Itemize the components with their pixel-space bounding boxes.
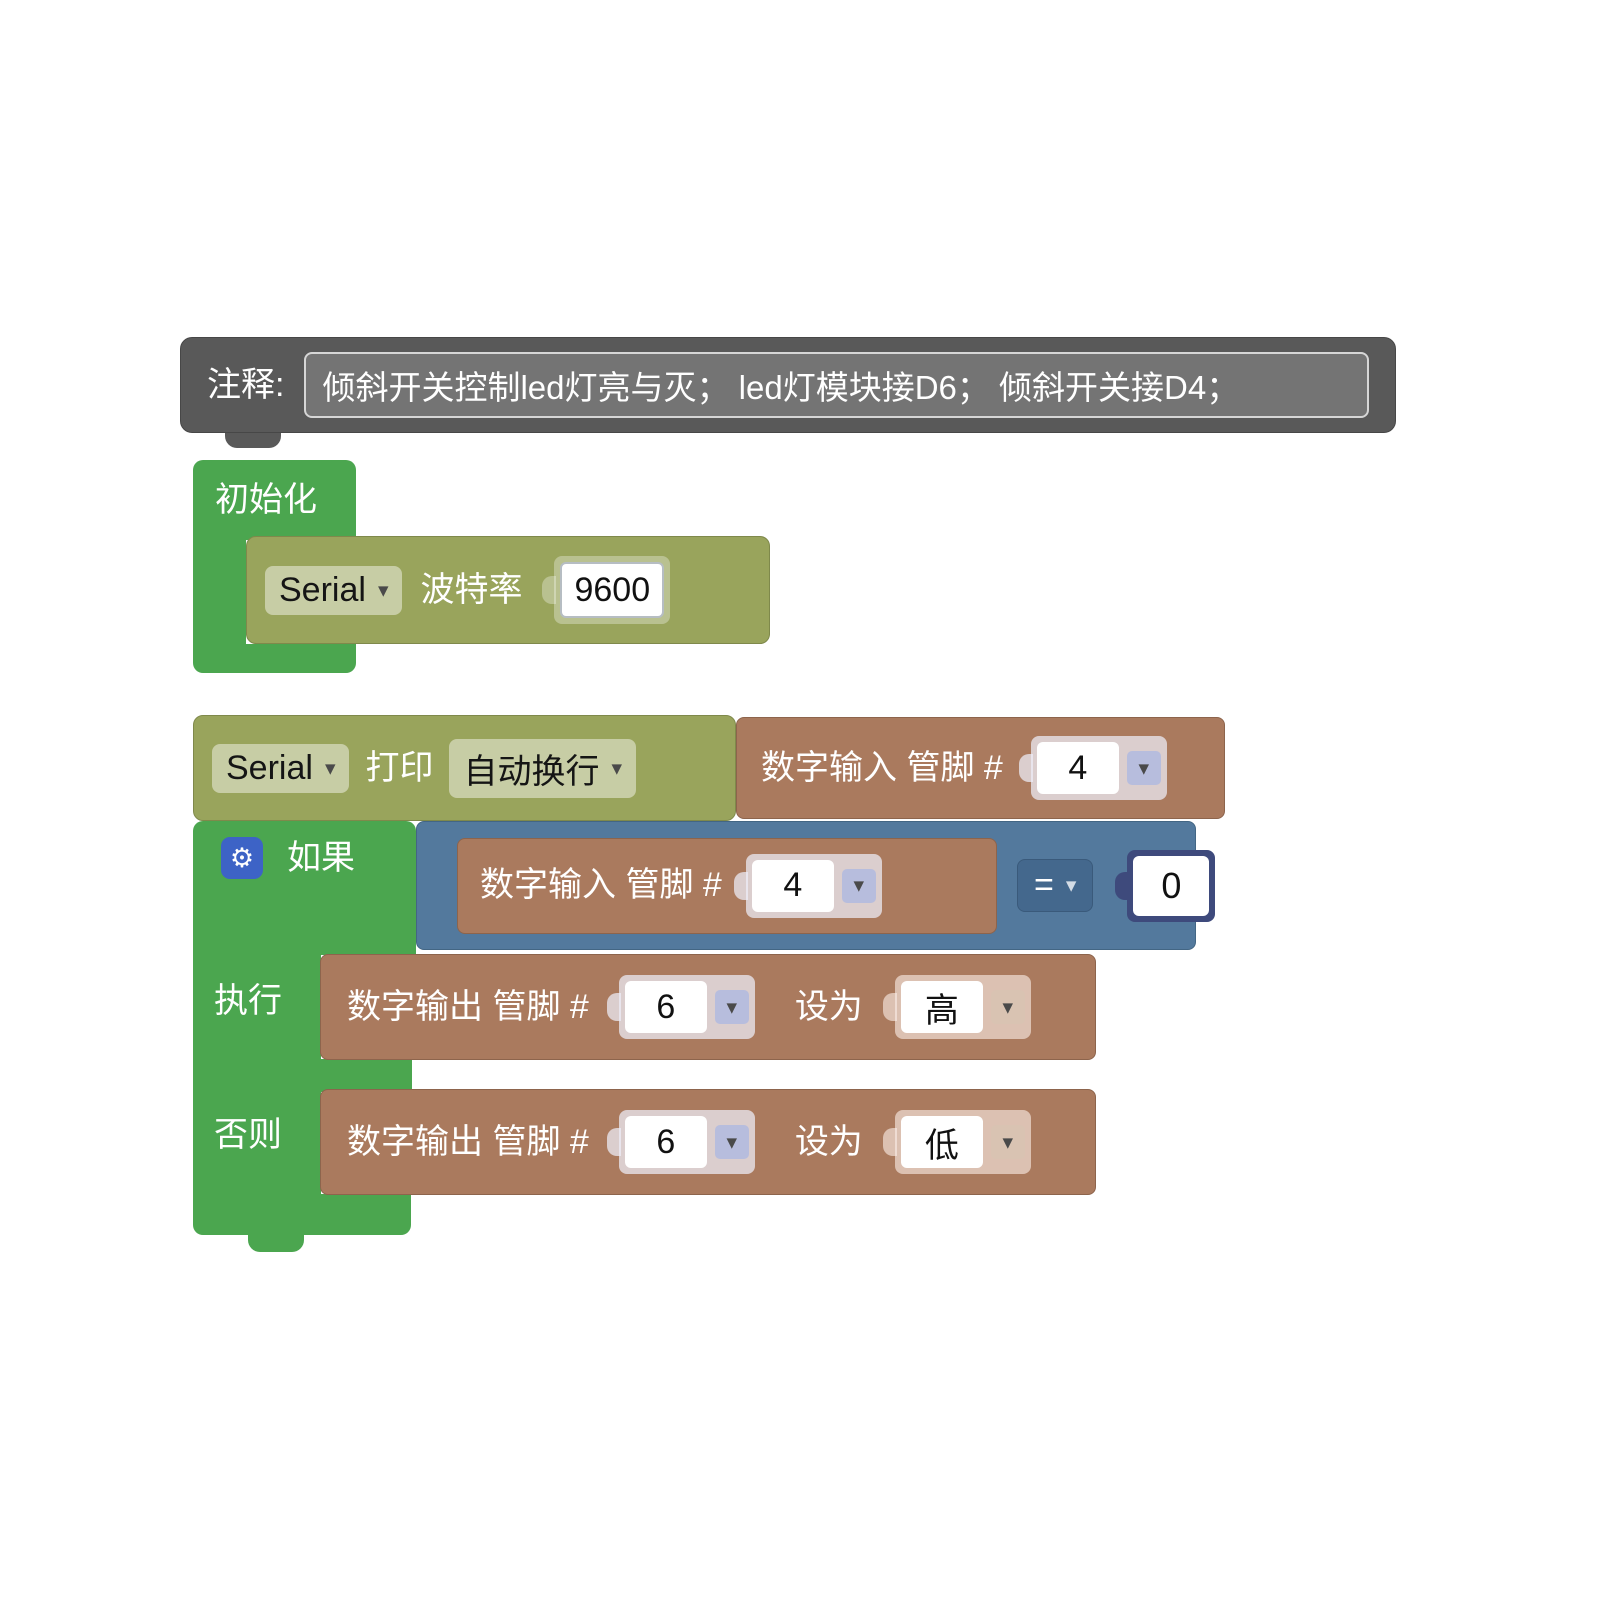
- level-socket: 高 ▾: [894, 975, 1031, 1039]
- dropdown-arrow-icon: ▾: [1138, 756, 1150, 780]
- dropdown-arrow-icon: ▾: [726, 1130, 738, 1154]
- newline-option-label: 自动换行: [463, 752, 600, 791]
- dropdown-arrow-icon: ▾: [1002, 995, 1014, 1019]
- compare-value: 0: [1161, 864, 1182, 906]
- pin-value-field[interactable]: 6: [624, 981, 707, 1033]
- pin-dropdown-button[interactable]: ▾: [714, 990, 749, 1024]
- compare-value-field[interactable]: 0: [1133, 855, 1210, 916]
- level-value-field[interactable]: 高: [900, 981, 983, 1033]
- comment-text: 倾斜开关控制led灯亮与灭； led灯模块接D6； 倾斜开关接D4；: [322, 369, 1240, 406]
- level-value-field[interactable]: 低: [900, 1116, 983, 1168]
- operator-dropdown[interactable]: = ▾: [1017, 859, 1094, 912]
- serial-print-device-dropdown[interactable]: Serial ▾: [212, 743, 350, 793]
- pin-value: 4: [783, 866, 803, 904]
- set-to-label: 设为: [794, 987, 863, 1026]
- baud-value-socket: 9600: [554, 556, 671, 624]
- baud-rate-label: 波特率: [420, 570, 523, 609]
- pin-value: 6: [656, 987, 676, 1026]
- pin-socket: 6 ▾: [618, 975, 755, 1039]
- level-socket: 低 ▾: [894, 1110, 1031, 1174]
- comment-text-field[interactable]: 倾斜开关控制led灯亮与灭； led灯模块接D6； 倾斜开关接D4；: [304, 352, 1369, 418]
- newline-dropdown[interactable]: 自动换行 ▾: [449, 738, 637, 798]
- digital-read-block-condition[interactable]: 数字输入 管脚 # 4 ▾: [457, 837, 997, 934]
- dropdown-arrow-icon: ▾: [377, 578, 389, 602]
- dropdown-arrow-icon: ▾: [1002, 1130, 1014, 1154]
- pin-value: 4: [1068, 748, 1088, 787]
- dropdown-arrow-icon: ▾: [611, 756, 623, 780]
- if-label: 如果: [287, 839, 355, 877]
- digital-read-block-print-arg[interactable]: 数字输入 管脚 # 4 ▾: [736, 717, 1225, 819]
- do-label: 执行: [214, 982, 282, 1020]
- pin-socket: 6 ▾: [618, 1110, 755, 1174]
- setup-title: 初始化: [215, 480, 317, 519]
- pin-socket: 4 ▾: [745, 853, 882, 918]
- serial-device-dropdown[interactable]: Serial ▾: [265, 565, 403, 615]
- set-to-label: 设为: [794, 1122, 863, 1161]
- level-dropdown-button[interactable]: ▾: [990, 990, 1025, 1024]
- else-label: 否则: [214, 1116, 282, 1154]
- compare-value-socket: 0: [1127, 849, 1216, 922]
- dropdown-arrow-icon: ▾: [324, 756, 336, 780]
- level-value: 低: [924, 1126, 959, 1165]
- digital-write-block-else[interactable]: 数字输出 管脚 # 6 ▾ 设为 低 ▾: [320, 1089, 1096, 1195]
- pin-value-field[interactable]: 4: [1036, 742, 1119, 794]
- serial-baud-block[interactable]: Serial ▾ 波特率 9600: [246, 536, 770, 644]
- if-block-step: [320, 1059, 412, 1092]
- digital-read-label: 数字输入 管脚 #: [480, 866, 722, 905]
- serial-print-block[interactable]: Serial ▾ 打印 自动换行 ▾: [193, 715, 736, 821]
- comment-block[interactable]: 注释: 倾斜开关控制led灯亮与灭； led灯模块接D6； 倾斜开关接D4；: [180, 337, 1396, 433]
- if-block-spine: [193, 954, 321, 1196]
- comment-label: 注释:: [207, 365, 285, 404]
- pin-value-field[interactable]: 4: [751, 859, 834, 912]
- pin-socket: 4 ▾: [1030, 736, 1167, 800]
- dropdown-arrow-icon: ▾: [726, 995, 738, 1019]
- baud-value: 9600: [574, 570, 651, 609]
- serial-print-device-label: Serial: [226, 748, 313, 787]
- operator-label: =: [1034, 866, 1054, 904]
- digital-read-label: 数字输入 管脚 #: [761, 748, 1003, 787]
- gear-glyph: ⚙: [229, 842, 255, 873]
- pin-dropdown-button[interactable]: ▾: [1126, 751, 1161, 785]
- setup-block-spine: [193, 538, 246, 646]
- pin-dropdown-button[interactable]: ▾: [714, 1125, 749, 1159]
- digital-write-block-do[interactable]: 数字输出 管脚 # 6 ▾ 设为 高 ▾: [320, 954, 1096, 1060]
- mutator-gear-icon[interactable]: ⚙: [221, 837, 263, 879]
- pin-dropdown-button[interactable]: ▾: [841, 868, 876, 903]
- print-label: 打印: [365, 748, 434, 787]
- level-value: 高: [924, 991, 959, 1030]
- setup-block[interactable]: 初始化: [193, 460, 356, 540]
- dropdown-arrow-icon: ▾: [1065, 874, 1077, 897]
- if-block-footer: [193, 1194, 411, 1235]
- dropdown-arrow-icon: ▾: [853, 874, 865, 897]
- digital-write-label: 数字输出 管脚 #: [347, 987, 589, 1026]
- serial-device-label: Serial: [279, 570, 366, 609]
- level-dropdown-button[interactable]: ▾: [990, 1125, 1025, 1159]
- compare-block[interactable]: 数字输入 管脚 # 4 ▾ = ▾ 0: [416, 821, 1216, 950]
- if-block-bottom-tab: [248, 1230, 304, 1252]
- if-block-header[interactable]: ⚙ 如果: [193, 821, 416, 955]
- setup-block-footer: [193, 644, 356, 673]
- pin-value-field[interactable]: 6: [624, 1116, 707, 1168]
- baud-value-field[interactable]: 9600: [560, 562, 665, 618]
- pin-value: 6: [656, 1122, 676, 1161]
- digital-write-label: 数字输出 管脚 #: [347, 1122, 589, 1161]
